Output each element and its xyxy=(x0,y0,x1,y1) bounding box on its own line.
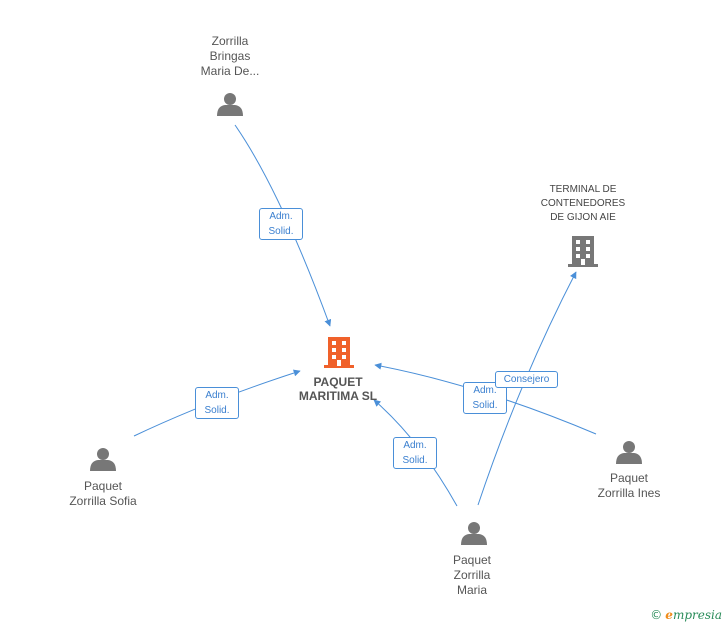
maria-label-line1: Paquet xyxy=(452,553,492,567)
bringas-person-icon[interactable] xyxy=(217,93,243,116)
sofia-label-line1: Paquet xyxy=(83,479,123,493)
bringas-label-line1: Zorrilla xyxy=(211,34,249,48)
edge-label-line2: Solid. xyxy=(204,405,230,416)
edge-label-line1: Adm. xyxy=(269,211,293,222)
copyright-symbol: © xyxy=(650,608,663,622)
main-label-line2: MARITIMA SL xyxy=(298,389,378,403)
maria-person-icon[interactable] xyxy=(461,522,487,545)
sofia-label-line2: Zorrilla Sofia xyxy=(69,494,137,508)
terminal-label-line2: CONTENEDORES xyxy=(540,198,626,209)
main-label-line1: PAQUET xyxy=(313,375,363,389)
ines-label-line2: Zorrilla Ines xyxy=(597,486,661,500)
terminal-label[interactable]: TERMINAL DE CONTENEDORES DE GIJON AIE xyxy=(523,183,643,225)
terminal-company-building-icon[interactable] xyxy=(568,236,598,267)
empresia-logo[interactable]: ©empresia xyxy=(650,608,722,622)
terminal-label-line1: TERMINAL DE xyxy=(549,184,617,195)
ines-person-icon[interactable] xyxy=(616,441,642,464)
edge-label-line1: Adm. xyxy=(205,390,229,401)
edge-label-line1: Adm. xyxy=(403,440,427,451)
bringas-label-line3: Maria De... xyxy=(200,64,260,78)
edge-label-line2: Solid. xyxy=(268,226,294,237)
edge-label-sofia-main[interactable]: Adm. Solid. xyxy=(195,387,239,419)
brand-name: mpresia xyxy=(672,608,722,622)
terminal-label-line3: DE GIJON AIE xyxy=(550,212,616,223)
bringas-label-line2: Bringas xyxy=(209,49,251,63)
sofia-label[interactable]: Paquet Zorrilla Sofia xyxy=(48,479,158,509)
ines-label-line1: Paquet xyxy=(609,471,649,485)
maria-label[interactable]: Paquet Zorrilla Maria xyxy=(422,553,522,598)
sofia-person-icon[interactable] xyxy=(90,448,116,471)
brand-e-letter: e xyxy=(665,608,673,622)
edge-label-maria-main[interactable]: Adm. Solid. xyxy=(393,437,437,469)
edge-bringas-main xyxy=(234,124,332,327)
edge-label-maria-terminal[interactable]: Consejero xyxy=(495,371,558,388)
edge-label-line1: Adm. xyxy=(473,385,497,396)
bringas-label[interactable]: Zorrilla Bringas Maria De... xyxy=(180,34,280,79)
edge-label-bringas-main[interactable]: Adm. Solid. xyxy=(259,208,303,240)
edge-label-line2: Solid. xyxy=(472,400,498,411)
edge-label-line2: Solid. xyxy=(402,455,428,466)
ines-label[interactable]: Paquet Zorrilla Ines xyxy=(574,471,684,501)
maria-label-line2: Zorrilla xyxy=(453,568,491,582)
edge-label-line1: Consejero xyxy=(503,374,550,385)
maria-label-line3: Maria xyxy=(456,583,487,597)
main-company-label[interactable]: PAQUET MARITIMA SL xyxy=(286,375,390,403)
main-company-building-icon[interactable] xyxy=(324,337,354,368)
